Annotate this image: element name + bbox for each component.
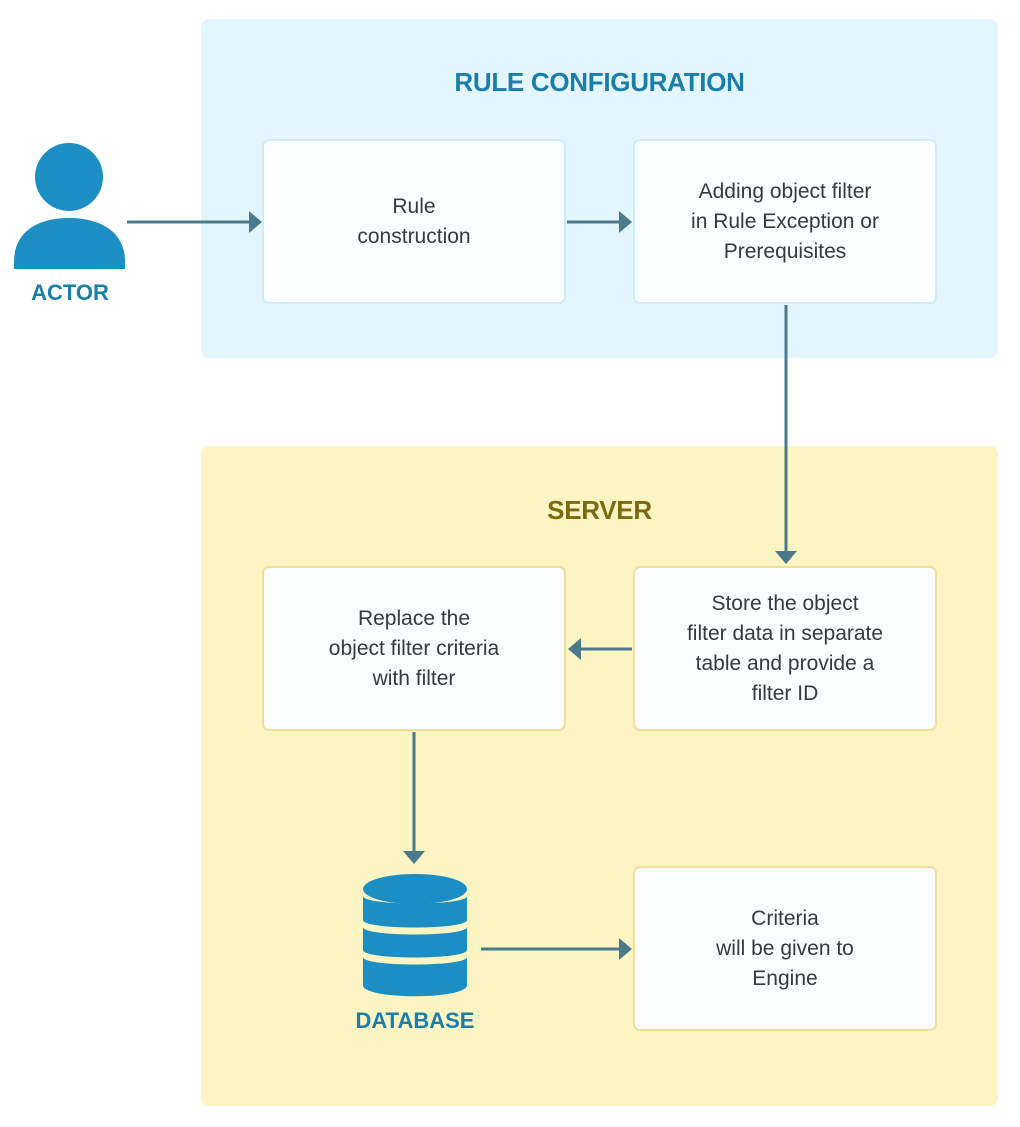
database-icon bbox=[363, 874, 467, 997]
step-replace-criteria: Replace the object filter criteria with … bbox=[262, 566, 566, 731]
step-text: Store the object filter data in separate… bbox=[686, 591, 884, 705]
database-label: DATABASE bbox=[355, 1008, 475, 1033]
step-adding-object-filter: Adding object filter in Rule Exception o… bbox=[633, 139, 937, 304]
step-text: Adding object filter in Rule Exception o… bbox=[691, 179, 879, 263]
step-text: Criteria will be given to Engine bbox=[716, 906, 854, 990]
person-icon bbox=[14, 143, 125, 269]
server-title: SERVER bbox=[547, 495, 652, 525]
step-text: Rule construction bbox=[357, 194, 471, 248]
actor-label: ACTOR bbox=[31, 280, 109, 305]
step-criteria-to-engine: Criteria will be given to Engine bbox=[633, 866, 937, 1031]
step-rule-construction: Rule construction bbox=[262, 139, 566, 304]
step-store-filter-data: Store the object filter data in separate… bbox=[633, 566, 937, 731]
step-text: Replace the object filter criteria with … bbox=[328, 606, 500, 690]
rule-configuration-title: RULE CONFIGURATION bbox=[454, 67, 745, 97]
